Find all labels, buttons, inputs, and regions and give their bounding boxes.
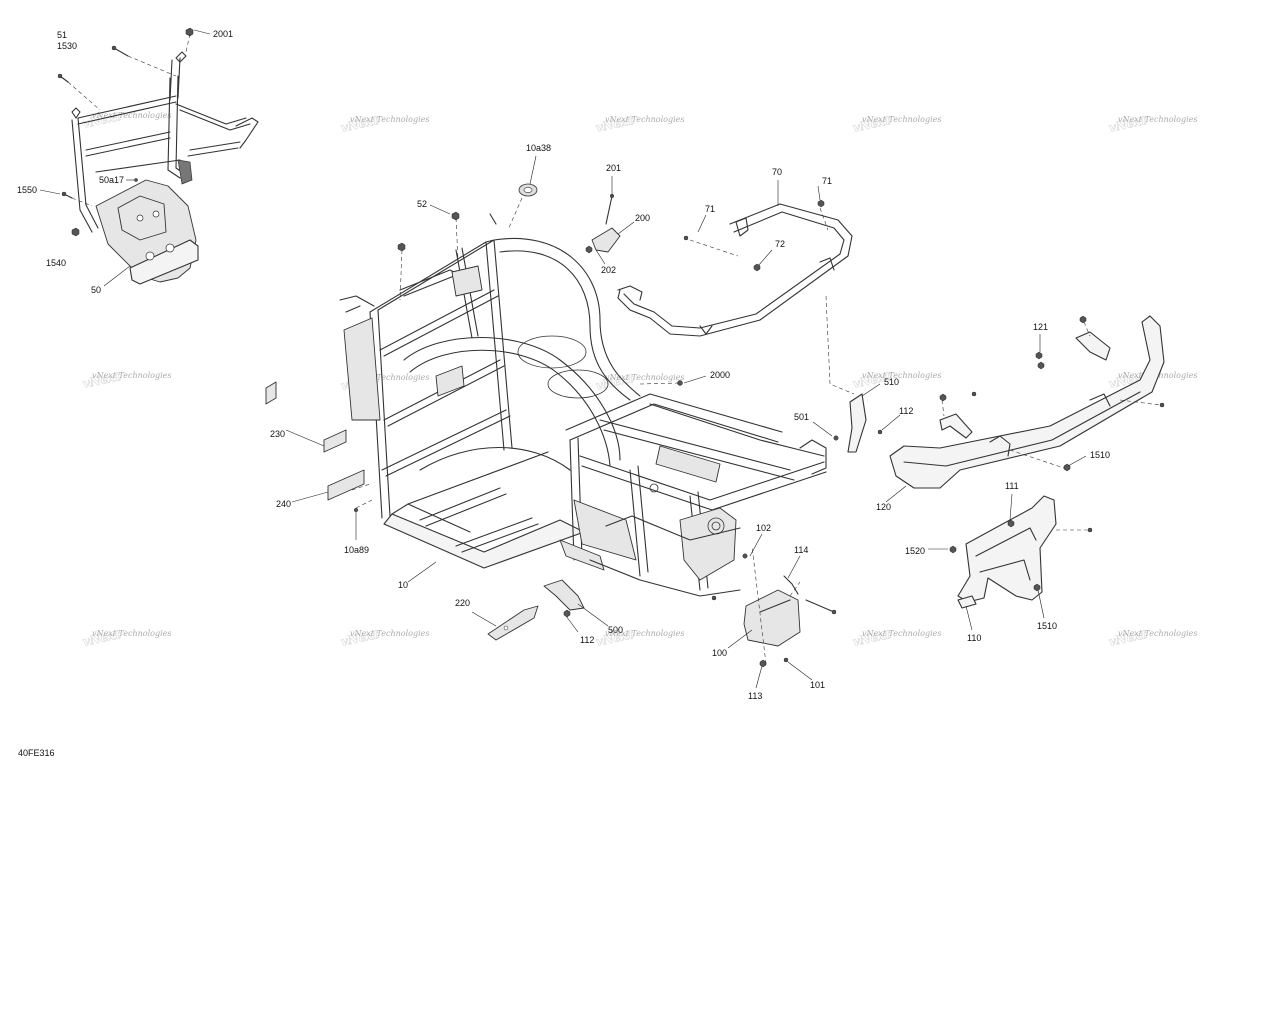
- watermark-text: vNext Technologies: [350, 629, 429, 638]
- callout-101: 101: [810, 680, 825, 690]
- watermark-text: vNext Technologies: [1118, 629, 1197, 638]
- callout-111: 111: [1005, 481, 1019, 491]
- front-subframe-part: [57, 27, 259, 285]
- watermark-text: vNext Technologies: [350, 115, 429, 124]
- callout-72: 72: [775, 239, 785, 249]
- grommet-10a38-part: [518, 183, 538, 197]
- reflector-240-part: [327, 469, 365, 513]
- callout-112: 112: [899, 406, 913, 416]
- bracket-200-part: [585, 193, 621, 254]
- watermark: vNext vNext Technologies: [851, 627, 941, 650]
- watermark-text: vNext Technologies: [92, 371, 171, 380]
- watermark-text: vNext Technologies: [92, 629, 171, 638]
- callout-510: 510: [884, 377, 899, 387]
- callout-2000: 2000: [710, 370, 730, 380]
- watermark-text: vNext Technologies: [605, 373, 684, 382]
- callout-2001: 2001: [213, 29, 233, 39]
- callout-1520: 1520: [905, 546, 925, 556]
- bracket-510-part: [833, 393, 883, 453]
- callout-201: 201: [606, 163, 621, 173]
- reflector-230-part: [265, 381, 347, 453]
- callout-51: 51: [57, 30, 67, 40]
- bracket-500-part: [543, 579, 585, 618]
- callout-230: 230: [270, 429, 285, 439]
- leader-lines: [39, 29, 1087, 689]
- callout-10: 10: [398, 580, 408, 590]
- callout-112-secondary: 112: [580, 635, 594, 645]
- rear-bumper-part: [617, 199, 855, 395]
- callout-121: 121: [1033, 322, 1048, 332]
- front-bracket-110-part: [949, 495, 1093, 609]
- callout-113: 113: [748, 691, 762, 701]
- callout-501: 501: [794, 412, 809, 422]
- watermark-text: vNext Technologies: [605, 629, 684, 638]
- callout-202: 202: [601, 265, 616, 275]
- callout-500: 500: [608, 625, 623, 635]
- watermark: vNext vNext Technologies: [1107, 113, 1197, 136]
- callout-114: 114: [794, 545, 808, 555]
- callout-102: 102: [756, 523, 771, 533]
- bracket-100-part: [743, 545, 801, 668]
- front-bumper-part: [889, 315, 1165, 489]
- watermark: vNext vNext Technologies: [81, 369, 171, 392]
- watermark-text: vNext Technologies: [1118, 115, 1197, 124]
- callout-1550: 1550: [17, 185, 37, 195]
- watermark-text: vNext Technologies: [92, 111, 171, 120]
- main-frame-part: [339, 197, 837, 615]
- callout-100: 100: [712, 648, 727, 658]
- callout-1530: 1530: [57, 41, 77, 51]
- callout-120: 120: [876, 502, 891, 512]
- callout-1540: 1540: [46, 258, 66, 268]
- watermark-text: vNext Technologies: [862, 371, 941, 380]
- callout-10a38: 10a38: [526, 143, 551, 153]
- plate-220-part: [487, 605, 539, 641]
- watermark-text: vNext Technologies: [605, 115, 684, 124]
- watermark: vNext vNext Technologies: [339, 113, 429, 136]
- watermark: vNext vNext Technologies: [1107, 627, 1197, 650]
- watermark: vNext vNext Technologies: [851, 113, 941, 136]
- callout-50a17: 50a17: [99, 175, 124, 185]
- watermark: vNext vNext Technologies: [81, 627, 171, 650]
- watermark-text: vNext Technologies: [862, 629, 941, 638]
- callout-10a89: 10a89: [344, 545, 369, 555]
- callout-240: 240: [276, 499, 291, 509]
- watermark: vNext vNext Technologies: [339, 627, 429, 650]
- callout-220: 220: [455, 598, 470, 608]
- callout-50: 50: [91, 285, 101, 295]
- callout-71: 71: [705, 204, 715, 214]
- callout-1510: 1510: [1090, 450, 1110, 460]
- callout-labels: 51 1530 2001 1550 50a17 1540 50 10a38 52…: [17, 29, 1110, 701]
- watermark: vNext vNext Technologies: [594, 113, 684, 136]
- callout-1510-secondary: 1510: [1037, 621, 1057, 631]
- callout-200: 200: [635, 213, 650, 223]
- callout-70: 70: [772, 167, 782, 177]
- callout-52: 52: [417, 199, 427, 209]
- watermark-text: vNext Technologies: [350, 373, 429, 382]
- callout-71-secondary: 71: [822, 176, 832, 186]
- watermark-text: vNext Technologies: [862, 115, 941, 124]
- figure-code: 40FE316: [18, 748, 55, 758]
- callout-110: 110: [967, 633, 981, 643]
